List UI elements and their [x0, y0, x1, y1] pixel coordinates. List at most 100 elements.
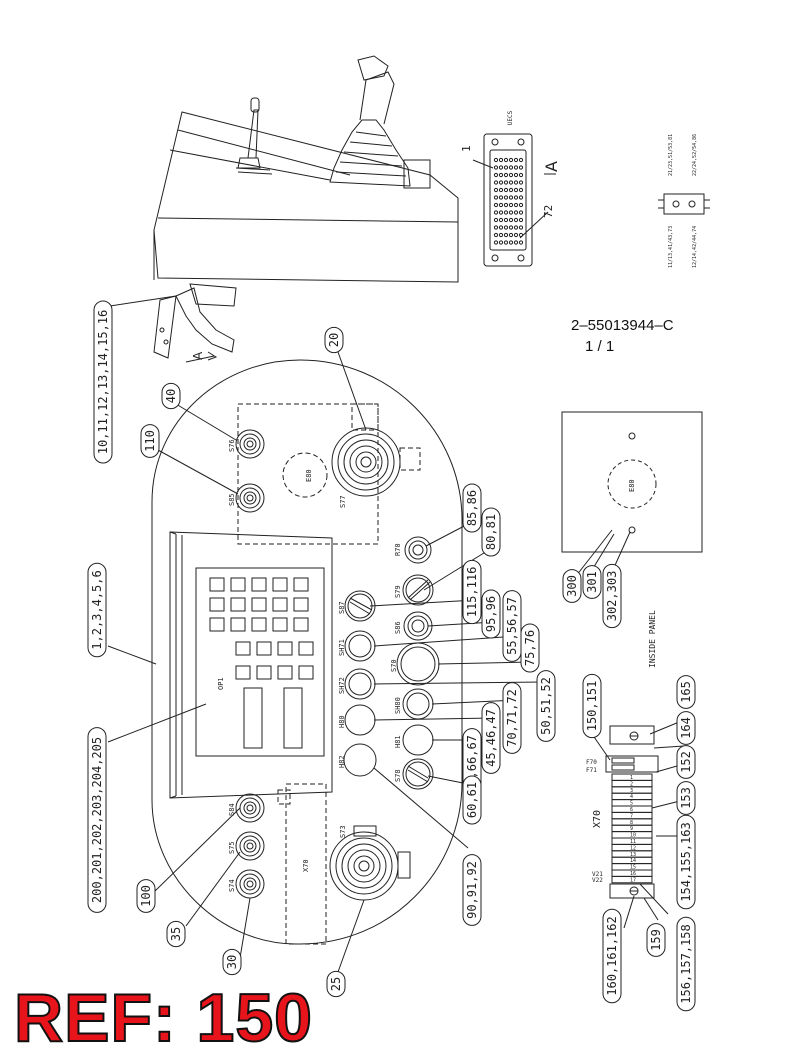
- label-x70-strip: X70: [592, 810, 603, 828]
- keypad-key: [230, 577, 246, 592]
- connector-pin: [493, 195, 499, 200]
- callout-35: 35: [166, 920, 186, 948]
- connector-pin: [518, 240, 524, 245]
- switch-s85: [235, 483, 265, 513]
- callout-text: 300: [565, 575, 579, 597]
- connector-pin: [503, 187, 509, 193]
- keypad-key: [230, 597, 246, 612]
- connector-pin: [513, 180, 519, 185]
- connector-pin: [503, 210, 509, 215]
- connector-pin: [513, 165, 519, 170]
- view-marker-a-top: A: [542, 161, 561, 172]
- leader-lines: [107, 295, 686, 973]
- dashed-regions: [237, 403, 421, 945]
- terminal-number: 6: [630, 807, 633, 813]
- connector-pin: [518, 217, 524, 223]
- drawing-number: 2–55013944–C: [571, 317, 674, 334]
- connector-pin: [498, 172, 504, 178]
- callout-25: 25: [326, 970, 346, 998]
- label-s79: S79: [394, 585, 402, 598]
- callout-text: 80,81: [484, 514, 498, 550]
- keypad-key: [251, 617, 267, 632]
- callout-45-46-47: 45,46,47: [481, 702, 501, 774]
- callout-text: 115,116: [465, 567, 479, 618]
- switch-s86: [403, 611, 433, 641]
- connector-view: [472, 133, 556, 267]
- connector-pin: [513, 157, 519, 163]
- connector-pin: [503, 195, 509, 200]
- connector-pin-last: 72: [542, 205, 555, 218]
- connector-pin: [518, 180, 524, 185]
- keypad-key: [251, 597, 267, 612]
- connector-pin: [508, 202, 514, 208]
- connector-pin: [493, 232, 499, 238]
- connector-pin: [508, 195, 514, 200]
- callout-165: 165: [676, 675, 696, 709]
- callout-80-81: 80,81: [481, 507, 501, 557]
- keypad-key: [256, 665, 272, 680]
- callout-150-151: 150,151: [582, 673, 602, 739]
- keypad-key: [293, 597, 309, 612]
- terminal-number: 3: [630, 788, 633, 794]
- connector-pin-first: 1: [460, 145, 473, 152]
- callout-302-303: 302,303: [602, 563, 622, 629]
- connector-pin: [503, 180, 509, 185]
- label-v21: V21: [592, 871, 603, 878]
- inside-panel-title: INSIDE PANEL: [648, 610, 657, 668]
- connector-pin: [508, 240, 514, 245]
- label-e80: E80: [305, 469, 313, 482]
- operator-keypad: [209, 577, 314, 680]
- callout-text: 301: [585, 571, 599, 593]
- callout-text: 95,96: [484, 596, 498, 632]
- callout-text: 50,51,52: [539, 677, 553, 735]
- callout-text: 302,303: [605, 571, 619, 622]
- keypad-key: [272, 617, 288, 632]
- connector-pin: [518, 202, 524, 208]
- connector-pin: [508, 157, 514, 163]
- label-sh71: SH71: [338, 639, 346, 656]
- callout-100: 100: [136, 879, 156, 913]
- keypad-key: [272, 597, 288, 612]
- button-sh72: [344, 668, 376, 700]
- label-f71: F71: [586, 767, 597, 774]
- handle-side-view: [153, 55, 459, 363]
- callout-10-11-12-13-14-15-16: 10,11,12,13,14,15,16: [93, 300, 113, 464]
- terminal-number: 7: [630, 813, 633, 819]
- callout-30: 30: [222, 948, 242, 976]
- wiring-note-2: 22/24,52/54,86: [692, 134, 698, 176]
- callout-70-71-72: 70,71,72: [502, 682, 522, 754]
- connector-pin: [508, 210, 514, 215]
- label-s75: S75: [228, 841, 236, 854]
- potentiometer-r70: [404, 536, 432, 564]
- callout-115-116: 115,116: [462, 559, 482, 625]
- label-h82: H82: [338, 755, 346, 768]
- callout-text: 100: [139, 885, 153, 907]
- connector-pin: [503, 172, 509, 178]
- switch-s75: [235, 831, 265, 861]
- connector-pin: [508, 217, 514, 223]
- keypad-key: [251, 577, 267, 592]
- label-f70: F70: [586, 759, 597, 766]
- terminal-number: 4: [630, 794, 633, 800]
- connector-pin: [493, 225, 499, 230]
- selector-s78: [402, 758, 434, 790]
- connector-pin: [518, 187, 524, 193]
- label-s76: S76: [228, 439, 236, 452]
- keypad-key: [272, 577, 288, 592]
- lamp-h80: [344, 704, 376, 736]
- terminal-number: 12: [630, 845, 636, 851]
- keypad-key: [209, 617, 225, 632]
- label-op1: OP1: [217, 677, 225, 690]
- connector-pin: [508, 187, 514, 193]
- connector-pin: [513, 172, 519, 178]
- label-e80-inside: E80: [628, 479, 636, 492]
- callout-text: 45,46,47: [484, 709, 498, 767]
- callout-200-201-202-203-204-205: 200,201,202,203,204,205: [87, 727, 107, 913]
- keypad-key: [277, 665, 293, 680]
- switch-s76: [235, 429, 265, 459]
- keypad-key: [230, 617, 246, 632]
- callout-text: 153: [679, 787, 693, 809]
- callout-75-76: 75,76: [520, 623, 540, 673]
- label-s70: S70: [390, 659, 398, 672]
- connector-pin: [508, 180, 514, 185]
